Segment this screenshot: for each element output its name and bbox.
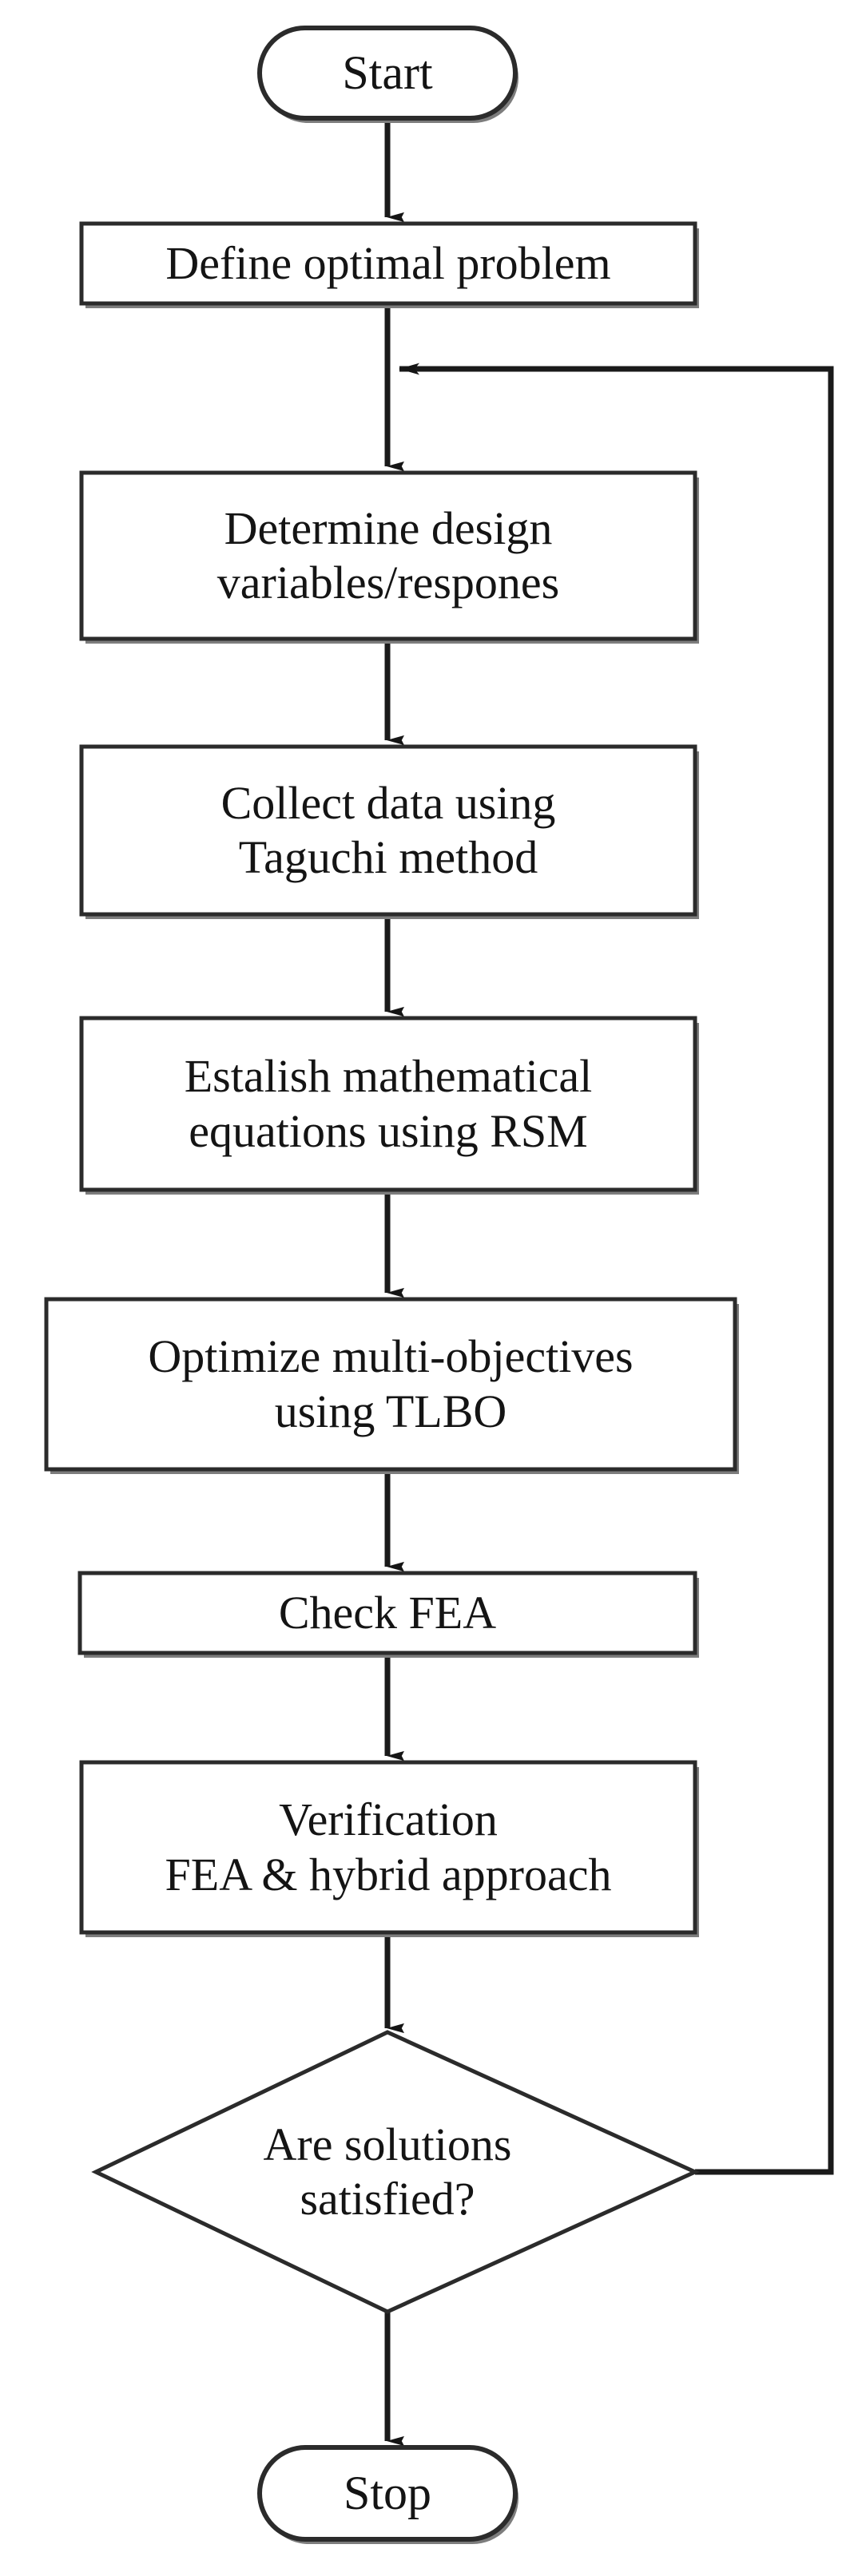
node-stop[interactable] xyxy=(260,2447,515,2539)
node-determine-design-variables-shape xyxy=(79,470,699,644)
node-establish-equations-rsm-shape xyxy=(79,1016,699,1195)
node-start[interactable] xyxy=(260,28,515,118)
edge-feedback-loop xyxy=(399,363,834,2175)
node-start-shape xyxy=(257,26,518,123)
node-are-solutions-satisfied-shape xyxy=(91,2030,701,2314)
node-stop-shape xyxy=(257,2445,518,2544)
node-optimize-multi-objectives-tlbo[interactable] xyxy=(46,1299,735,1469)
node-verification-fea-hybrid-shape xyxy=(79,1760,699,1937)
node-are-solutions-satisfied[interactable] xyxy=(96,2032,695,2312)
node-establish-equations-rsm[interactable] xyxy=(81,1018,695,1190)
node-collect-data-taguchi[interactable] xyxy=(81,747,695,914)
node-define-optimal-problem[interactable] xyxy=(81,224,695,303)
node-determine-design-variables[interactable] xyxy=(81,473,695,639)
node-check-fea[interactable] xyxy=(80,1573,695,1653)
node-optimize-multi-objectives-tlbo-shape xyxy=(44,1297,739,1474)
node-collect-data-taguchi-shape xyxy=(79,744,699,919)
node-verification-fea-hybrid[interactable] xyxy=(81,1762,695,1932)
node-define-optimal-problem-shape xyxy=(79,221,699,308)
node-check-fea-shape xyxy=(77,1571,699,1658)
